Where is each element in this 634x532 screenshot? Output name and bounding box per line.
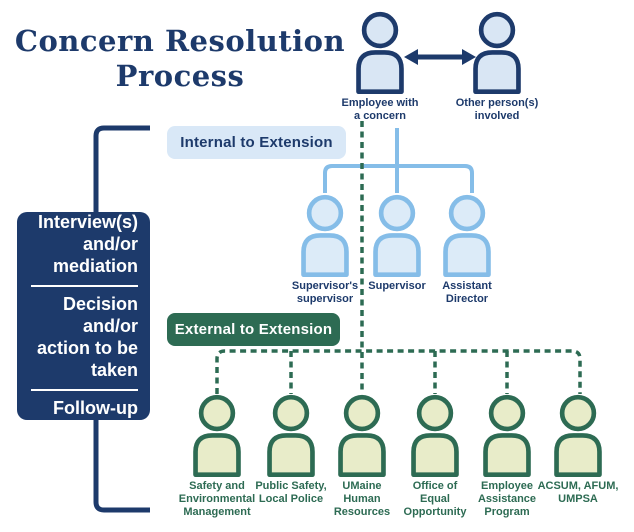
internal-branch-lines [323, 128, 474, 193]
person-label: Safety and Environmental Management [178, 480, 256, 519]
person-label: Employee with a concern [341, 97, 419, 123]
external-branch-lines [215, 121, 582, 394]
internal-section-badge: Internal to Extension [167, 126, 346, 159]
process-step: Follow-up [53, 398, 138, 419]
person-label: Employee Assistance Program [477, 480, 537, 519]
person-icon [469, 10, 525, 94]
person-supervisor: Supervisor [339, 193, 455, 293]
page-title: Concern Resolution Process [14, 24, 346, 93]
person-label: ACSUM, AFUM, UMPSA [537, 480, 619, 506]
person-safety-environmental: Safety and Environmental Management [159, 393, 275, 520]
person-assistant-director: Assistant Director [409, 193, 525, 306]
step-divider [31, 284, 138, 288]
person-umaine-hr: UMaine Human Resources [304, 393, 420, 520]
person-icon [550, 393, 606, 477]
person-supervisors-supervisor: Supervisor's supervisor [267, 193, 383, 306]
person-label: Public Safety, Local Police [255, 480, 327, 506]
person-icon [439, 193, 495, 277]
person-label: Office of Equal Opportunity [403, 480, 467, 519]
person-label: UMaine Human Resources [333, 480, 391, 519]
person-label: Assistant Director [442, 280, 492, 306]
person-other-involved: Other person(s) involved [439, 10, 555, 123]
person-employee-assistance: Employee Assistance Program [449, 393, 565, 520]
external-section-badge: External to Extension [167, 313, 340, 346]
step-divider [31, 388, 138, 392]
process-steps-box: Interview(s) and/or mediation Decision a… [17, 212, 150, 420]
person-label: Other person(s) involved [455, 97, 539, 123]
process-step: Decision and/or action to be taken [36, 294, 138, 380]
person-icon [352, 10, 408, 94]
double-arrow-icon [404, 49, 476, 65]
person-label: Supervisor [368, 280, 426, 292]
person-unions: ACSUM, AFUM, UMPSA [520, 393, 634, 506]
person-equal-opportunity: Office of Equal Opportunity [377, 393, 493, 520]
person-label: Supervisor's supervisor [291, 280, 359, 306]
person-employee: Employee with a concern [322, 10, 438, 123]
person-public-safety: Public Safety, Local Police [233, 393, 349, 506]
process-step: Interview(s) and/or mediation [37, 212, 138, 276]
